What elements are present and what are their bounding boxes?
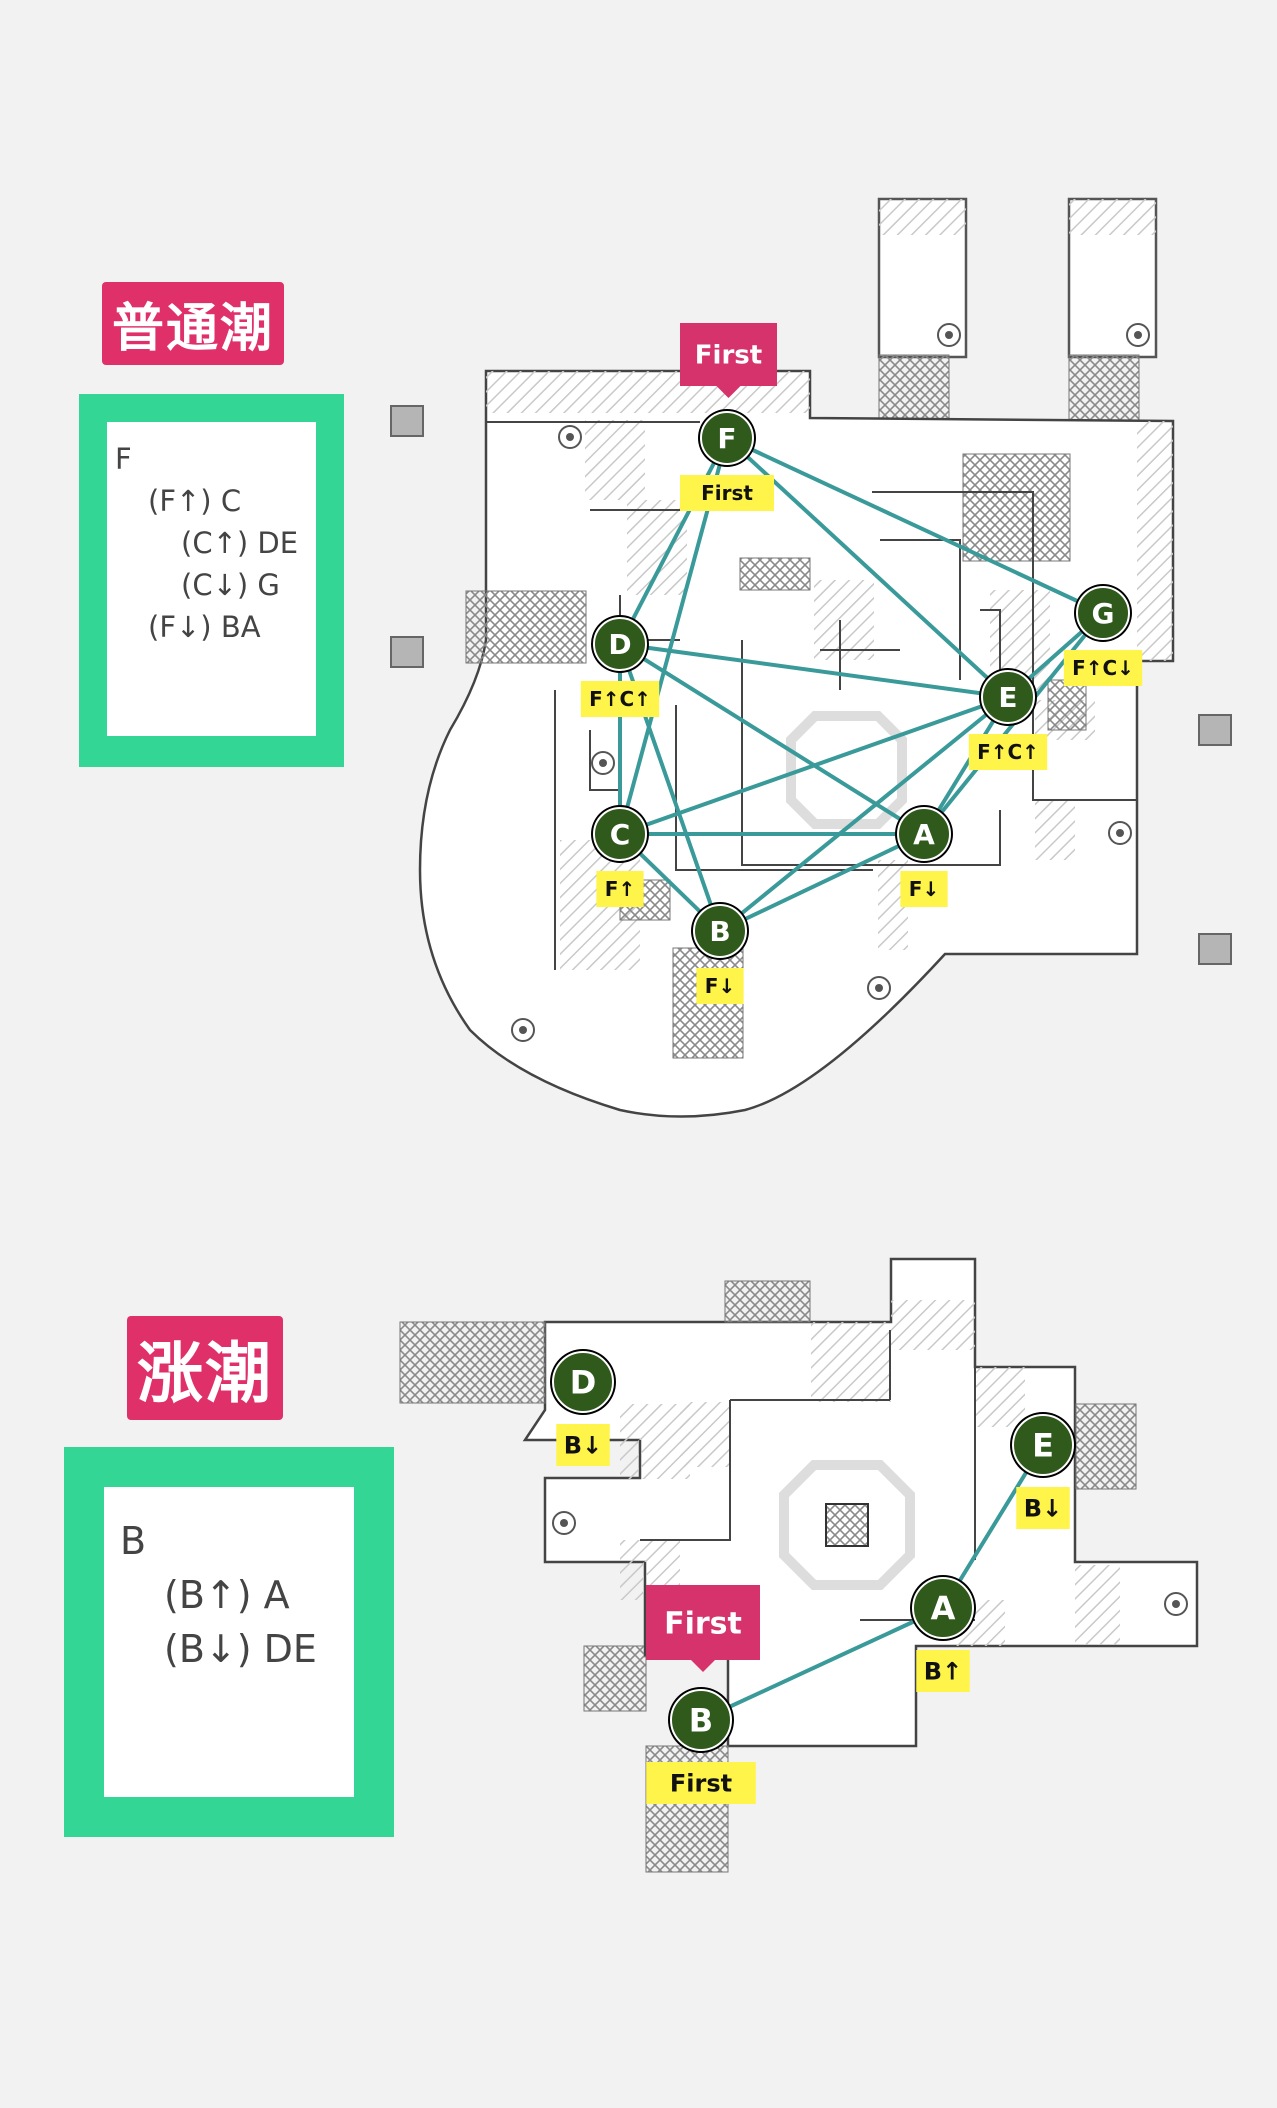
node-tag-bg — [1016, 1487, 1070, 1529]
normal-rule-2: (F↑) C — [148, 484, 242, 518]
normal-node-c: C F↑ — [591, 805, 649, 907]
node-tag-label: B↓ — [1024, 1495, 1062, 1523]
node-tag-bg — [900, 871, 948, 907]
normal-rules-card: F (F↑) C (C↑) DE (C↓) G (F↓) BA — [79, 394, 344, 767]
node-tag-label: F↑ — [605, 877, 635, 901]
normal-rule-1: F — [115, 442, 132, 476]
node-tag-label: First — [701, 481, 753, 505]
node-label: E — [1032, 1427, 1054, 1465]
high-map-structure — [399, 1257, 1199, 1873]
normal-rule-3: (C↑) DE — [181, 526, 299, 560]
node-tag-bg — [968, 734, 1048, 770]
node-label: D — [570, 1364, 597, 1402]
high-rules-card: B (B↑) A (B↓) DE — [64, 1447, 394, 1837]
node-label: A — [931, 1590, 956, 1628]
high-rules-panel: B (B↑) A (B↓) DE — [104, 1487, 354, 1797]
node-tag-label: B↑ — [924, 1658, 962, 1686]
normal-rule-5: (F↓) BA — [148, 610, 261, 644]
normal-first-callout: First — [680, 323, 777, 398]
node-label: E — [998, 681, 1017, 714]
high-tide-title: 涨潮 — [127, 1316, 283, 1420]
node-label: F — [717, 422, 736, 455]
map-marker — [1198, 933, 1232, 965]
node-tag-label: F↓ — [705, 974, 735, 998]
high-node-b: B First — [646, 1687, 756, 1804]
node-tag-bg — [646, 1762, 756, 1804]
node-tag-label: F↓ — [909, 877, 939, 901]
node-tag-label: First — [670, 1770, 732, 1798]
normal-node-b: B F↓ — [691, 902, 749, 1004]
map-marker — [390, 636, 424, 668]
node-label: G — [1092, 597, 1115, 630]
high-node-e: E B↓ — [1010, 1412, 1076, 1529]
node-tag-label: F↑C↑ — [977, 740, 1039, 764]
high-node-d: D B↓ — [550, 1349, 616, 1466]
node-tag-bg — [596, 871, 644, 907]
route-edge-C-E — [619, 695, 1009, 836]
route-edge-D-A — [618, 642, 926, 836]
node-tag-label: F↑C↓ — [1072, 656, 1134, 680]
node-tag-label: B↓ — [564, 1432, 602, 1460]
node-tag-bg — [1063, 650, 1143, 686]
route-edge-D-E — [619, 642, 1009, 699]
normal-node-f: F First — [680, 409, 774, 511]
normal-first-callout-label: First — [695, 341, 762, 371]
route-edge-B-A — [700, 1606, 944, 1722]
normal-node-d: D F↑C↑ — [580, 615, 660, 717]
route-edge-B-A — [719, 832, 925, 933]
high-nodes: First D B↓ E B↓ A B↑ B First — [550, 1349, 1076, 1804]
node-label: C — [610, 818, 631, 851]
route-edge-F-G — [726, 436, 1104, 615]
high-rule-1: B — [120, 1519, 147, 1563]
high-node-a: A B↑ — [910, 1575, 976, 1692]
node-label: D — [608, 628, 631, 661]
route-edge-B-E — [718, 695, 1010, 933]
high-first-callout-label: First — [664, 1607, 742, 1642]
normal-rule-4: (C↓) G — [181, 568, 280, 602]
map-marker — [1198, 714, 1232, 746]
node-label: B — [689, 1702, 713, 1740]
high-rule-3: (B↓) DE — [164, 1627, 317, 1671]
node-tag-bg — [696, 968, 744, 1004]
node-tag-bg — [680, 475, 774, 511]
node-label: B — [709, 915, 730, 948]
node-label: A — [913, 818, 935, 851]
node-tag-bg — [580, 681, 660, 717]
normal-rules-panel: F (F↑) C (C↑) DE (C↓) G (F↓) BA — [107, 422, 316, 736]
node-tag-label: F↑C↑ — [589, 687, 651, 711]
normal-node-g: G F↑C↓ — [1063, 584, 1143, 686]
map-marker — [390, 405, 424, 437]
node-tag-bg — [556, 1424, 610, 1466]
high-first-callout: First — [646, 1585, 760, 1672]
normal-node-a: A F↓ — [895, 805, 953, 907]
node-tag-bg — [916, 1650, 970, 1692]
high-rule-2: (B↑) A — [164, 1573, 290, 1617]
normal-tide-title: 普通潮 — [102, 282, 285, 365]
normal-node-e: E F↑C↑ — [968, 668, 1048, 770]
route-edge-F-D — [618, 437, 729, 645]
